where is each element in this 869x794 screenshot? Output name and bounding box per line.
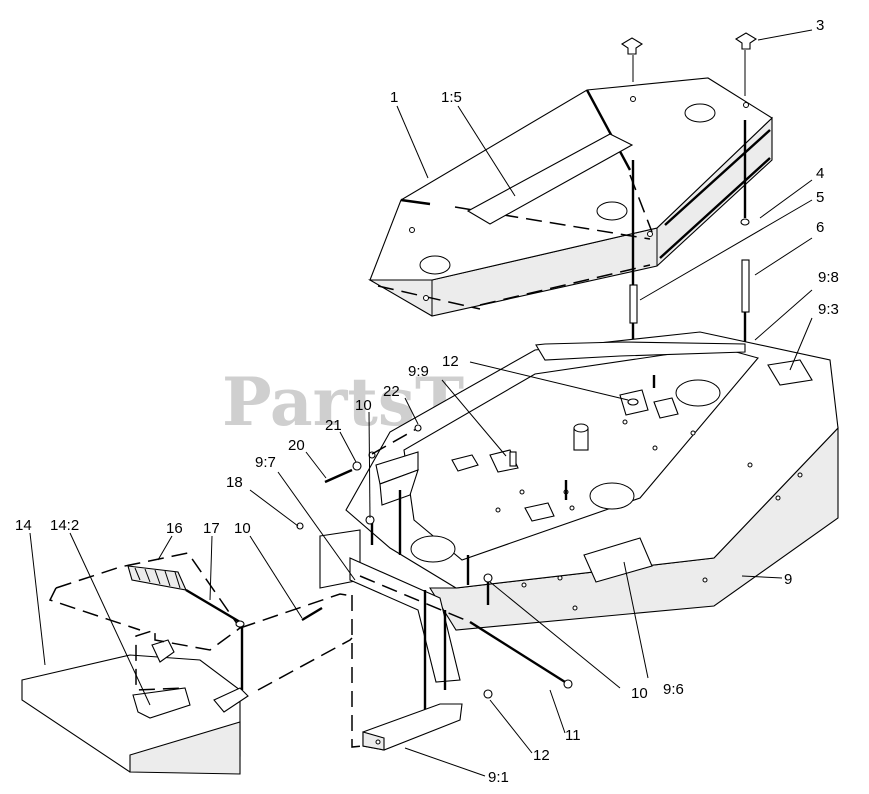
callout-9-7: 9:7 <box>255 454 276 471</box>
callout-11: 11 <box>565 727 581 744</box>
callout-9-9: 9:9 <box>408 363 429 380</box>
long-rod <box>359 575 573 689</box>
callout-3: 3 <box>816 17 824 34</box>
callout-4: 4 <box>816 165 824 182</box>
leader-lines <box>29 29 813 777</box>
callout-16: 16 <box>166 520 183 537</box>
knob-right <box>734 32 758 96</box>
hardware <box>296 424 493 699</box>
callout-10-c: 10 <box>631 685 648 702</box>
callout-12-bottom: 12 <box>533 747 550 764</box>
callout-10-b: 10 <box>234 520 251 537</box>
callout-1: 1 <box>390 89 398 106</box>
callout-21: 21 <box>325 417 342 434</box>
deflector-guard <box>351 595 463 751</box>
chute-rod <box>185 588 245 690</box>
callout-10-a: 10 <box>355 397 372 414</box>
callout-6: 6 <box>816 219 824 236</box>
callout-14: 14 <box>15 517 32 534</box>
callout-5: 5 <box>816 189 824 206</box>
washer-bracket <box>619 389 649 416</box>
housing-decal <box>583 537 653 583</box>
knob-left <box>620 37 644 82</box>
discharge-chute <box>21 552 249 775</box>
callout-12-top: 12 <box>442 353 459 370</box>
callout-9-3: 9:3 <box>818 301 839 318</box>
deck-housing <box>345 331 839 631</box>
callout-1-5: 1:5 <box>441 89 462 106</box>
callout-20: 20 <box>288 437 305 454</box>
callout-18: 18 <box>226 474 243 491</box>
callout-9-8: 9:8 <box>818 269 839 286</box>
callout-17: 17 <box>203 520 220 537</box>
deck-cover <box>367 77 773 317</box>
callout-22: 22 <box>383 383 400 400</box>
callout-9-1: 9:1 <box>488 769 509 786</box>
callout-9: 9 <box>784 571 792 588</box>
decal <box>466 133 634 225</box>
callout-9-6: 9:6 <box>663 681 684 698</box>
callout-labels: 1 1:5 3 4 5 6 9:8 9:3 12 9:9 22 10 21 20… <box>15 17 839 786</box>
chute-spring <box>127 565 187 591</box>
callout-14-2: 14:2 <box>50 517 79 534</box>
